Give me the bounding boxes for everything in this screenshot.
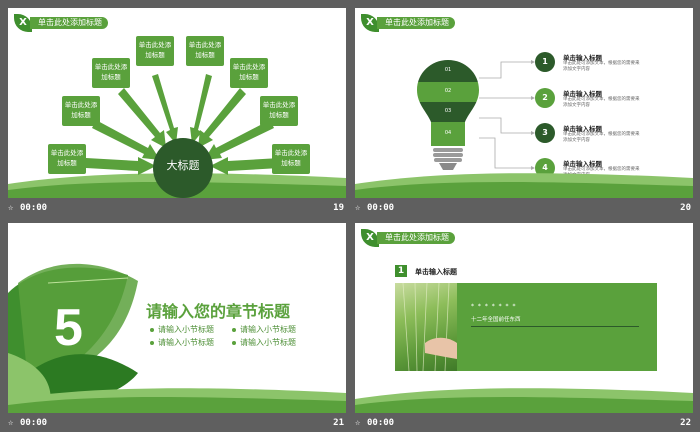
- star-icon[interactable]: ☆: [355, 418, 361, 428]
- center-circle[interactable]: 大标题: [153, 138, 213, 198]
- step-number-circle: 2: [535, 88, 555, 108]
- section-item[interactable]: 请输入小节标题: [232, 324, 296, 335]
- section-item[interactable]: 请输入小节标题: [150, 324, 214, 335]
- step-description[interactable]: 单击此处可添加文本，根据您的需要来添加文字内容: [563, 97, 640, 108]
- arrow-icon: [190, 74, 212, 144]
- section-label: 请输入小节标题: [158, 325, 214, 334]
- label-box[interactable]: 单击此处添加标题: [272, 144, 310, 174]
- slide-footer: ☆ 00:00 22: [355, 416, 693, 432]
- wheat-photo: [395, 283, 457, 371]
- slide-timing: 00:00: [20, 418, 48, 428]
- step-number-circle: 4: [535, 158, 555, 178]
- slide-footer: ☆ 00:00 21: [8, 416, 346, 432]
- section-label: 请输入小节标题: [240, 325, 296, 334]
- slide-number: 22: [680, 418, 691, 428]
- step-title[interactable]: 单击输入标题: [563, 125, 602, 133]
- panel-stars: * * * * * * *: [471, 303, 517, 310]
- step-title[interactable]: 单击输入标题: [563, 54, 602, 62]
- bullet-icon: [232, 340, 236, 345]
- section-item[interactable]: 请输入小节标题: [232, 337, 296, 348]
- slide-canvas: X 单击此处添加标题: [355, 8, 693, 198]
- star-icon[interactable]: ☆: [8, 203, 14, 213]
- bulb-segment-label: 04: [444, 130, 452, 136]
- label-box[interactable]: 单击此处添加标题: [92, 58, 130, 88]
- slide-canvas: X 单击此处添加标题 单击此处: [8, 8, 346, 198]
- label-box[interactable]: 单击此处添加标题: [48, 144, 86, 174]
- divider: [471, 326, 639, 327]
- green-wave-decoration: [8, 388, 346, 413]
- leaf-icon: X: [361, 14, 379, 32]
- green-wave-decoration: [355, 388, 693, 413]
- chapter-title[interactable]: 请输入您的章节标题: [146, 302, 291, 321]
- section-title[interactable]: 单击输入标题: [415, 268, 457, 276]
- connector-lines: [479, 60, 535, 170]
- header-title: 单击此处添加标题: [30, 17, 108, 29]
- text-panel: * * * * * * * 十二年全国前任东西: [457, 283, 657, 371]
- slide-timing: 00:00: [367, 203, 395, 213]
- label-box[interactable]: 单击此处添加标题: [230, 58, 268, 88]
- green-wave-decoration: [355, 173, 693, 198]
- arrow-icon: [198, 88, 246, 148]
- bullet-icon: [150, 340, 154, 345]
- header-title: 单击此处添加标题: [377, 232, 455, 244]
- item-number-badge: 1: [395, 265, 407, 277]
- arrow-icon: [204, 120, 274, 160]
- slide-timing: 00:00: [367, 418, 395, 428]
- bulb-segment-label: 02: [444, 88, 452, 94]
- arrow-icon: [210, 157, 280, 175]
- label-box[interactable]: 单击此处添加标题: [62, 96, 100, 126]
- label-box[interactable]: 单击此处添加标题: [136, 36, 174, 66]
- arrow-icon: [86, 157, 156, 175]
- slide-canvas: 5 请输入您的章节标题 请输入小节标题 请输入小节标题 请输入小节标题 请输入小…: [8, 223, 346, 413]
- leaf-icon: X: [14, 14, 32, 32]
- slide-footer: ☆ 00:00 20: [355, 201, 693, 217]
- arrow-icon: [118, 88, 166, 148]
- step-number-circle: 1: [535, 52, 555, 72]
- arrow-icon: [152, 74, 178, 144]
- arrow-icon: [92, 120, 160, 160]
- slide-canvas: X 单击此处添加标题 1 单击输入标题 * * * * * * * 十二年全国前…: [355, 223, 693, 413]
- step-title[interactable]: 单击输入标题: [563, 160, 602, 168]
- slide-number: 19: [333, 203, 344, 213]
- section-label: 请输入小节标题: [158, 338, 214, 347]
- step-title[interactable]: 单击输入标题: [563, 90, 602, 98]
- arrow-spokes: [86, 74, 280, 175]
- label-box[interactable]: 单击此处添加标题: [260, 96, 298, 126]
- panel-text[interactable]: 十二年全国前任东西: [471, 317, 521, 323]
- label-box[interactable]: 单击此处添加标题: [186, 36, 224, 66]
- bullet-icon: [232, 327, 236, 332]
- star-icon[interactable]: ☆: [8, 418, 14, 428]
- bulb-segment-label: 01: [444, 67, 452, 73]
- slide-timing: 00:00: [20, 203, 48, 213]
- chapter-number: 5: [54, 299, 83, 357]
- lightbulb-graphic: 01 02 03 04: [417, 60, 479, 172]
- step-number-circle: 3: [535, 123, 555, 143]
- lightbulb-icon: [417, 60, 479, 170]
- bulb-segment-label: 03: [444, 108, 452, 114]
- star-icon[interactable]: ☆: [355, 203, 361, 213]
- section-item[interactable]: 请输入小节标题: [150, 337, 214, 348]
- step-description[interactable]: 单击此处可添加文本，根据您的需要来添加文字内容: [563, 132, 640, 143]
- slide-number: 21: [333, 418, 344, 428]
- slide-number: 20: [680, 203, 691, 213]
- header-title: 单击此处添加标题: [377, 17, 455, 29]
- bullet-icon: [150, 327, 154, 332]
- section-label: 请输入小节标题: [240, 338, 296, 347]
- slide-footer: ☆ 00:00 19: [8, 201, 346, 217]
- leaf-icon: X: [361, 229, 379, 247]
- step-description[interactable]: 单击此处可添加文本，根据您的需要来添加文字内容: [563, 61, 640, 72]
- wheat-image: [402, 283, 457, 371]
